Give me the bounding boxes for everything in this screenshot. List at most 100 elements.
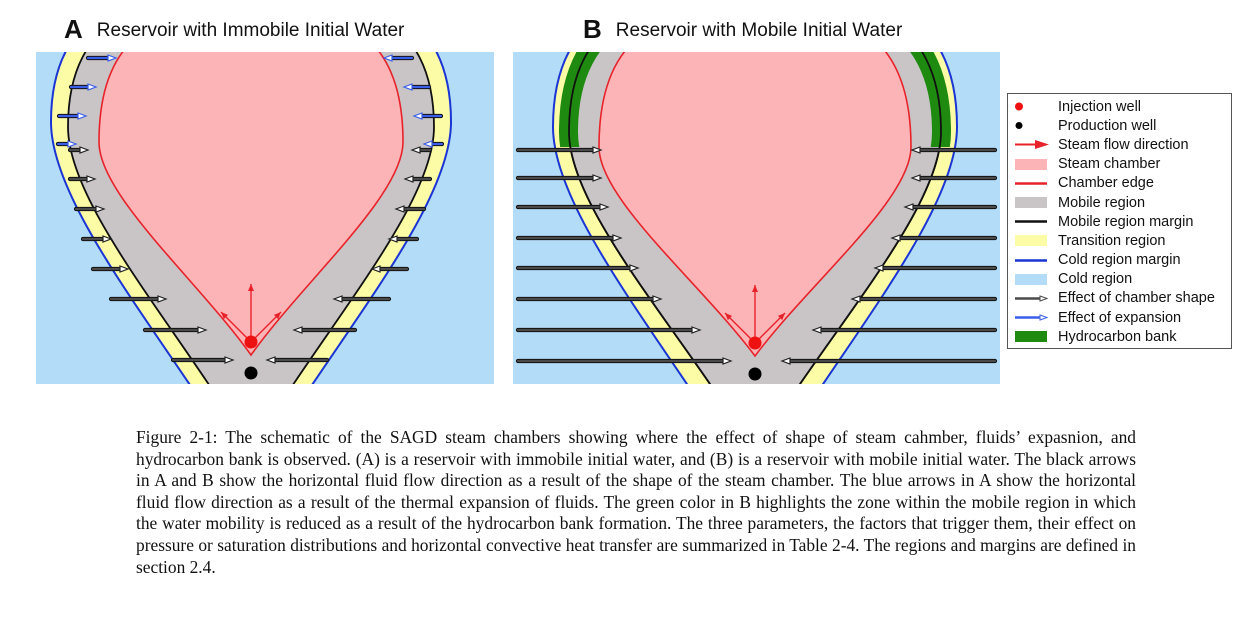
panel-a-letter: A — [64, 14, 83, 44]
expansion-arrow-right-3 — [422, 140, 445, 148]
steam-flow-arrows — [724, 285, 786, 344]
expansion-arrow-right-1 — [402, 83, 432, 91]
shape-arrow-right-7 — [780, 357, 998, 365]
steam-arrow-up-head — [752, 285, 758, 292]
steam-arrow-right-line — [754, 312, 786, 344]
gray-arrow-icon — [1013, 289, 1049, 308]
panel-b-title: B Reservoir with Mobile Initial Water — [583, 14, 902, 45]
shape-arrow-left-5-head — [652, 295, 663, 303]
shape-arrow-right-3 — [387, 235, 420, 243]
legend-label: Effect of chamber shape — [1058, 290, 1215, 307]
legend-item: Mobile region — [1008, 193, 1231, 212]
red-line-icon — [1013, 174, 1049, 193]
shape-arrow-right-5 — [850, 295, 998, 303]
shape-arrow-right-6 — [292, 326, 358, 334]
green-swatch-icon — [1013, 327, 1049, 346]
panel-b-title-text: Reservoir with Mobile Initial Water — [615, 20, 903, 41]
panel-a-title-text: Reservoir with Immobile Initial Water — [96, 20, 405, 41]
steam-arrow-left-head — [221, 312, 229, 320]
shape-arrow-right-6-head — [811, 326, 822, 334]
legend-label: Effect of expansion — [1058, 309, 1182, 326]
expansion-arrow-left-0 — [85, 54, 118, 62]
shape-arrow-right-3-head — [387, 235, 398, 243]
shape-arrow-left-4 — [515, 264, 640, 272]
steam-chamber — [98, 52, 404, 357]
shape-arrow-left-1 — [515, 174, 603, 182]
shape-arrow-right-7 — [265, 356, 330, 364]
shape-arrow-right-2 — [903, 203, 998, 211]
legend-label: Transition region — [1058, 232, 1166, 249]
shape-arrow-right-0-head — [910, 146, 921, 154]
pink-swatch-icon — [1013, 155, 1049, 174]
shape-arrow-left-1-head — [86, 175, 97, 183]
shape-arrow-left-4 — [90, 265, 130, 273]
shape-arrow-left-3 — [80, 235, 113, 243]
legend-label: Hydrocarbon bank — [1058, 328, 1177, 345]
steam-arrow-right-line — [250, 311, 282, 343]
legend-label: Steam chamber — [1058, 156, 1161, 173]
shape-arrow-left-6 — [515, 326, 702, 334]
steam-arrow-left-line — [220, 311, 252, 343]
legend-item: Chamber edge — [1008, 174, 1231, 193]
panel-b-letter: B — [583, 14, 602, 44]
shape-arrow-right-4 — [873, 264, 998, 272]
shape-arrow-right-3-head — [890, 234, 901, 242]
shape-arrow-right-5 — [332, 295, 392, 303]
production-well-icon — [244, 366, 258, 380]
shape-arrow-right-0-head — [410, 146, 421, 154]
shape-arrow-left-5 — [108, 295, 168, 303]
shape-arrow-left-2 — [515, 203, 610, 211]
shape-arrow-left-2-head — [95, 205, 106, 213]
expansion-arrow-left-2-head — [77, 112, 88, 120]
shape-arrow-left-7-head — [224, 356, 235, 364]
shape-arrow-left-0 — [515, 146, 603, 154]
legend-item: Effect of expansion — [1008, 308, 1231, 327]
shape-arrow-left-0-head — [79, 146, 90, 154]
blue-arrow-icon — [1013, 308, 1049, 327]
expansion-arrow-left-3-head — [67, 140, 78, 148]
shape-arrow-left-0 — [67, 146, 90, 154]
red-dot-icon — [1013, 97, 1049, 116]
mobile-region-margin — [568, 52, 942, 384]
legend-label: Production well — [1058, 117, 1157, 134]
shape-arrow-left-4-head — [629, 264, 640, 272]
legend-label: Cold region — [1058, 271, 1133, 288]
shape-arrow-right-2 — [394, 205, 427, 213]
gray-swatch-icon — [1013, 193, 1049, 212]
shape-arrow-right-2-head — [903, 203, 914, 211]
shape-arrow-left-7-head — [722, 357, 733, 365]
shape-arrow-right-4 — [370, 265, 410, 273]
legend-item: Steam flow direction — [1008, 135, 1231, 154]
light-blue-swatch-icon — [1013, 270, 1049, 289]
shape-arrow-left-3-head — [102, 235, 113, 243]
shape-arrow-right-1 — [403, 175, 433, 183]
expansion-arrow-right-1-head — [402, 83, 413, 91]
legend-item: Hydrocarbon bank — [1008, 327, 1231, 346]
legend-item: Mobile region margin — [1008, 212, 1231, 231]
legend-item: Transition region — [1008, 231, 1231, 250]
expansion-arrow-right-2-head — [412, 112, 423, 120]
shape-arrow-right-6 — [811, 326, 998, 334]
steam-chamber — [598, 52, 912, 358]
legend-label: Cold region margin — [1058, 252, 1181, 269]
shape-arrow-left-2 — [73, 205, 106, 213]
expansion-arrow-left-1-head — [87, 83, 98, 91]
shape-arrow-right-7-head — [265, 356, 276, 364]
steam-arrow-right-head — [777, 313, 785, 321]
injection-well-icon — [244, 335, 258, 349]
shape-arrow-left-5-head — [157, 295, 168, 303]
injection-well-icon — [748, 336, 762, 350]
blue-line-icon — [1013, 251, 1049, 270]
shape-arrow-left-4-head — [119, 265, 130, 273]
shape-arrow-left-7 — [515, 357, 733, 365]
panel-b-diagram — [513, 52, 1000, 384]
shape-arrow-right-4-head — [873, 264, 884, 272]
shape-arrow-left-3 — [515, 234, 623, 242]
expansion-arrow-right-3-head — [422, 140, 433, 148]
panel-a-diagram — [36, 52, 494, 384]
steam-arrow-left-line — [724, 312, 756, 344]
legend-item: Cold region margin — [1008, 251, 1231, 270]
legend-item: Steam chamber — [1008, 155, 1231, 174]
shape-arrow-left-3-head — [612, 234, 623, 242]
